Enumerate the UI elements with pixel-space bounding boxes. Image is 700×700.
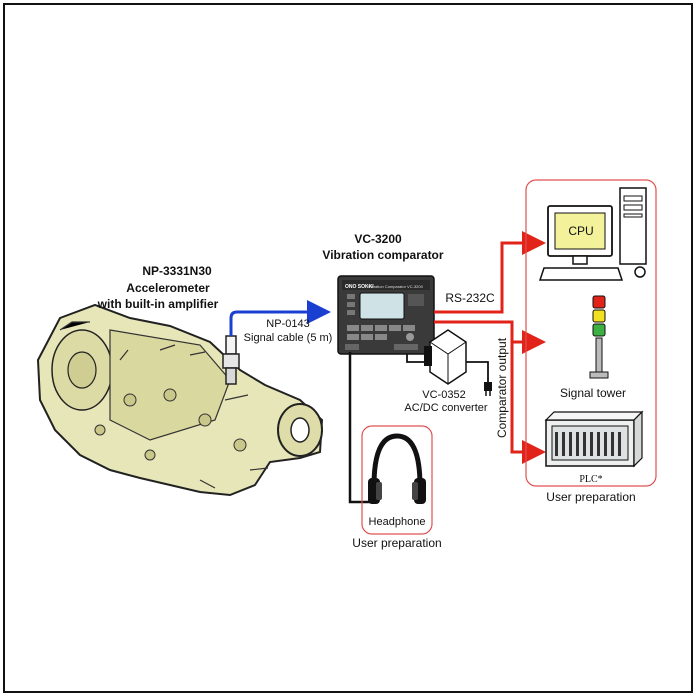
sensor-desc-line2: with built-in amplifier [97,297,219,311]
accelerometer-icon [222,335,240,385]
sensor-desc-line1: Accelerometer [126,281,210,295]
cable-model-label: NP-0143 [266,318,309,330]
sensor-model-label: NP-3331N30 [142,264,212,278]
power-plug-icon [484,382,492,391]
device-panel-text: Vibration Comparator VC-3200 [368,284,424,289]
image-frame [3,3,693,693]
user-preparation-box-bottom [361,425,433,535]
gearbox-illustration [36,303,324,497]
user-preparation-label-right: User preparation [546,490,635,504]
ac-dc-converter-device [424,329,467,385]
plc-icon [544,410,644,468]
user-preparation-label-bottom: User preparation [352,536,441,550]
signal-tower-label: Signal tower [560,386,626,400]
cable-desc-label: Signal cable (5 m) [244,332,333,344]
user-preparation-box-right [525,179,657,487]
headphone-label: Headphone [369,516,426,528]
converter-desc-label: AC/DC converter [404,402,487,414]
computer-icon [538,187,647,281]
headphone-icon [368,433,426,504]
signal-cable-line [229,300,331,336]
cpu-label: CPU [568,224,593,238]
comparator-output-label: Comparator output [495,337,509,438]
vibration-comparator-device: ONO SOKKI Vibration Comparator VC-3200 [337,275,435,355]
signal-tower-icon [589,295,609,379]
comparator-model-label: VC-3200 [354,232,402,246]
plc-label: PLC* [579,474,602,485]
headphone-cable-line [348,352,372,504]
comparator-name-label: Vibration comparator [322,248,443,262]
rs232-label: RS-232C [445,291,495,305]
converter-model-label: VC-0352 [422,389,465,401]
device-brand-text: ONO SOKKI [345,284,374,290]
